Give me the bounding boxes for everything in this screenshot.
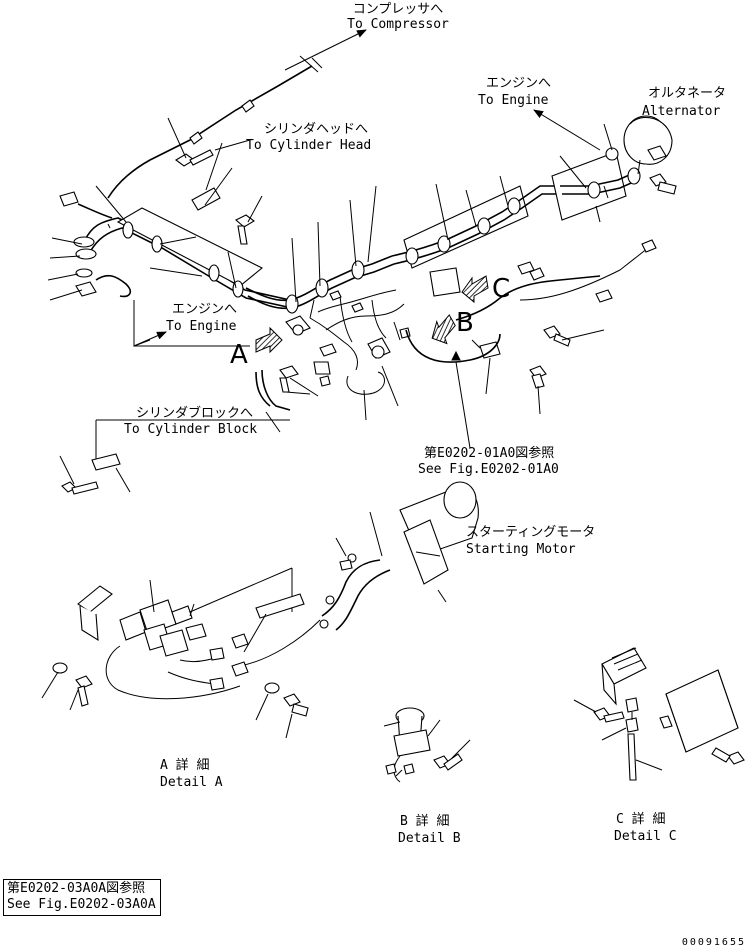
view-letter-a: A: [230, 340, 248, 370]
bolt: [543, 325, 571, 347]
see-fig-label-jp: 第E0202-01A0図参照: [424, 446, 555, 461]
detail-c-label-jp: C 詳 細: [616, 812, 666, 827]
cylinder-block-label-jp: シリンダブロックへ: [136, 406, 254, 421]
bolt: [593, 707, 625, 723]
reference-box: 第E0202-03A0A図参照 See Fig.E0202-03A0A: [3, 879, 161, 916]
view-letter-b: B: [456, 308, 474, 338]
bolt: [433, 753, 463, 771]
engine-right-label-jp: エンジンへ: [486, 76, 552, 91]
detail-a-drawing: [41, 579, 309, 739]
detail-b-label-jp: B 詳 細: [400, 814, 450, 829]
bolt: [75, 675, 93, 707]
detail-c-label-en: Detail C: [614, 829, 677, 844]
bolt: [279, 365, 299, 393]
cylinder-head-label-jp: シリンダヘッドへ: [264, 122, 369, 137]
cylinder-block-label-en: To Cylinder Block: [124, 422, 258, 437]
bolt: [711, 747, 745, 765]
detail-a-label-en: Detail A: [160, 775, 223, 790]
drawing-number: 00091655: [681, 937, 746, 948]
alternator-label-jp: オルタネータ: [648, 86, 727, 101]
detail-b-drawing: [383, 707, 471, 783]
bolt: [283, 693, 309, 717]
detail-a-label-jp: A 詳 細: [160, 758, 210, 773]
engine-left-label-jp: エンジンへ: [172, 302, 238, 317]
upper-left-harness: [47, 29, 367, 347]
starting-motor-body: [399, 481, 479, 585]
right-harness: [391, 109, 677, 449]
alternator-label-en: Alternator: [642, 104, 721, 119]
bolt: [175, 149, 214, 167]
cylinder-head-label-en: To Cylinder Head: [246, 138, 372, 153]
bolt: [61, 481, 99, 495]
see-fig-label-en: See Fig.E0202-01A0: [418, 462, 559, 477]
compressor-label-en: To Compressor: [347, 17, 449, 32]
alternator-body: [623, 115, 673, 165]
bolt: [529, 365, 547, 389]
bolt: [235, 214, 255, 245]
engine-right-label-en: To Engine: [478, 93, 549, 108]
detail-c-drawing: [573, 647, 745, 781]
engine-left-label-en: To Engine: [166, 319, 237, 334]
compressor-label-jp: コンプレッサへ: [352, 2, 444, 17]
starting-motor-area: [175, 481, 479, 667]
starting-motor-label-en: Starting Motor: [466, 542, 576, 557]
view-letter-c: C: [492, 274, 511, 304]
detail-b-label-en: Detail B: [398, 831, 461, 846]
reference-box-line-2: See Fig.E0202-03A0A: [7, 897, 156, 912]
bolt: [649, 173, 677, 195]
central-harness: [59, 185, 489, 495]
starting-motor-label-jp: スターティングモータ: [466, 525, 596, 540]
reference-box-line-1: 第E0202-03A0A図参照: [7, 881, 146, 896]
